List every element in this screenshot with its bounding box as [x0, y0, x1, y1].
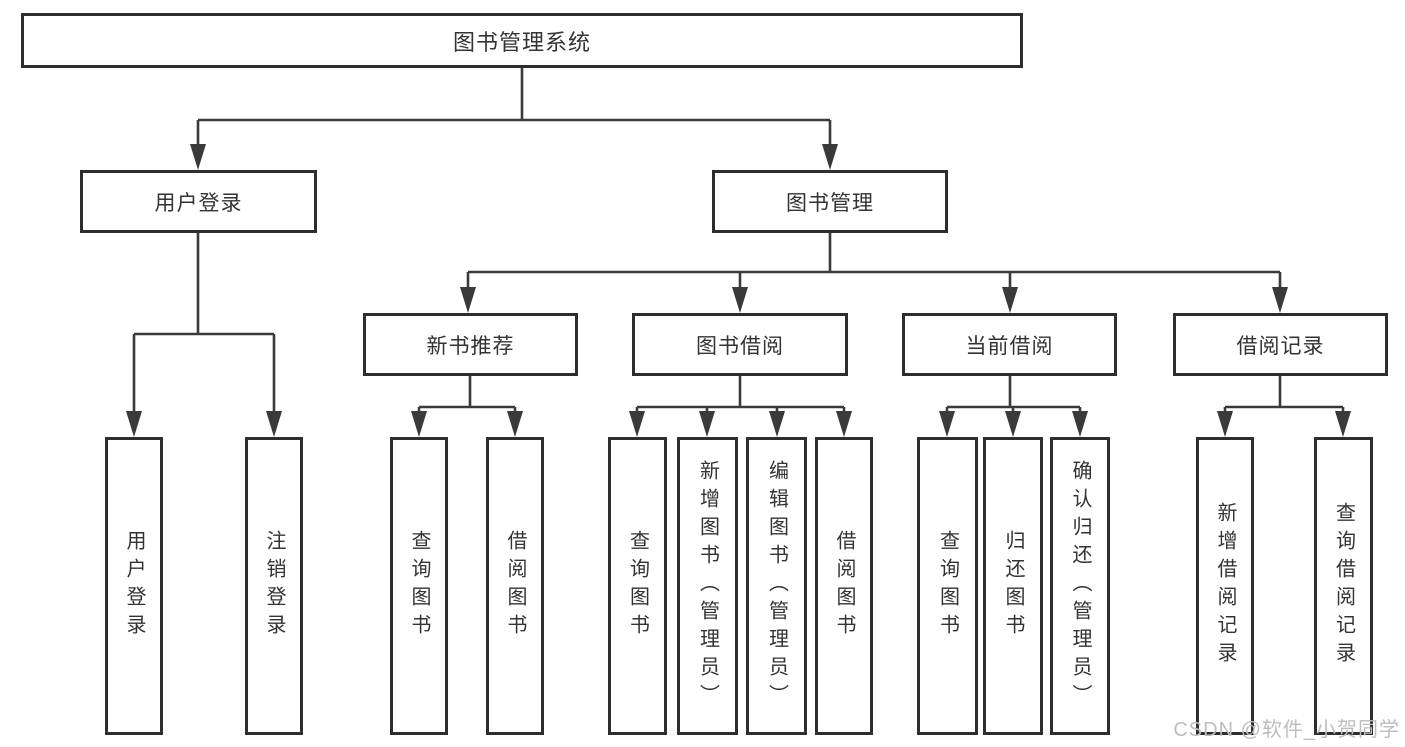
leaf-newbook-borrow-books: 借阅图书: [486, 437, 544, 735]
node-user-login-label: 用户登录: [154, 191, 243, 215]
leaf-user-login: 用户登录: [105, 437, 163, 735]
leaf-newbook-borrow-books-label: 借阅图书: [504, 530, 526, 642]
leaf-edit-book-admin: 编辑图书（管理员）: [746, 437, 807, 735]
leaf-borrow-books: 借阅图书: [815, 437, 873, 735]
leaf-confirm-return-admin: 确认归还（管理员）: [1050, 437, 1110, 735]
connector-current-borrow-to-leaves: [945, 376, 1082, 413]
leaf-logout-label: 注销登录: [263, 530, 285, 642]
leaf-borrow-query-books-label: 查询图书: [626, 530, 649, 642]
leaf-current-query-books-label: 查询图书: [936, 530, 959, 642]
arrowheads-root-to-level2: [190, 144, 838, 170]
leaf-add-book-admin-label: 新增图书（管理员）: [696, 460, 719, 712]
leaf-add-borrow-record-label: 新增借阅记录: [1214, 502, 1236, 670]
leaf-add-borrow-record: 新增借阅记录: [1196, 437, 1254, 735]
arrowheads-book-mgmt-level3: [460, 287, 1288, 313]
node-book-borrow: 图书借阅: [632, 313, 848, 376]
node-new-book-recommend-label: 新书推荐: [426, 334, 515, 358]
connector-new-book-to-leaves: [417, 376, 517, 413]
connector-book-borrow-to-leaves: [635, 376, 846, 413]
arrowheads-new-book-leaves: [411, 411, 523, 437]
node-current-borrow: 当前借阅: [902, 313, 1117, 376]
node-library-system: 图书管理系统: [21, 13, 1023, 68]
connector-user-login-to-leaves: [132, 233, 276, 413]
leaf-user-login-label: 用户登录: [123, 530, 145, 642]
leaf-return-books-label: 归还图书: [1002, 530, 1024, 642]
arrowheads-user-login-leaves: [126, 411, 282, 437]
leaf-return-books: 归还图书: [983, 437, 1043, 735]
node-book-management: 图书管理: [712, 170, 948, 233]
leaf-borrow-query-books: 查询图书: [608, 437, 667, 735]
leaf-query-borrow-record-label: 查询借阅记录: [1332, 502, 1355, 670]
connector-book-mgmt-to-level3: [466, 233, 1282, 289]
leaf-logout: 注销登录: [245, 437, 303, 735]
node-borrow-records-label: 借阅记录: [1236, 334, 1325, 358]
leaf-newbook-query-books: 查询图书: [390, 437, 448, 735]
connector-root-to-level2: [196, 68, 832, 146]
node-new-book-recommend: 新书推荐: [363, 313, 578, 376]
node-library-system-label: 图书管理系统: [452, 29, 591, 55]
leaf-add-book-admin: 新增图书（管理员）: [677, 437, 738, 735]
arrowheads-current-borrow-leaves: [939, 411, 1088, 437]
leaf-newbook-query-books-label: 查询图书: [408, 530, 430, 642]
node-book-borrow-label: 图书借阅: [696, 334, 784, 358]
connector-borrow-records-to-leaves: [1223, 376, 1345, 413]
leaf-confirm-return-admin-label: 确认归还（管理员）: [1069, 460, 1091, 712]
leaf-borrow-books-label: 借阅图书: [833, 530, 855, 642]
node-borrow-records: 借阅记录: [1173, 313, 1388, 376]
node-current-borrow-label: 当前借阅: [965, 334, 1054, 358]
arrowheads-borrow-records-leaves: [1217, 411, 1351, 437]
arrowheads-book-borrow-leaves: [629, 411, 852, 437]
leaf-query-borrow-record: 查询借阅记录: [1314, 437, 1373, 735]
leaf-current-query-books: 查询图书: [917, 437, 978, 735]
leaf-edit-book-admin-label: 编辑图书（管理员）: [765, 460, 788, 712]
node-book-management-label: 图书管理: [786, 191, 874, 215]
node-user-login: 用户登录: [80, 170, 317, 233]
